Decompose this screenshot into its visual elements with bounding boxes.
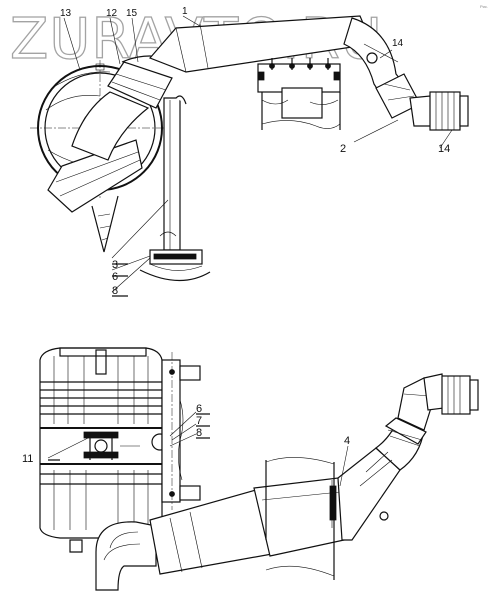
frame-bracket-side <box>265 457 337 580</box>
callout-8-top: 8 <box>112 285 118 297</box>
riser-pipe-side <box>337 377 437 541</box>
callout-2-top: 2 <box>340 143 346 155</box>
leader-lines-top <box>63 15 453 293</box>
intake-pipe-top <box>148 15 421 119</box>
intake-pipe-side <box>95 477 345 591</box>
bottom-view: 6 7 8 11 4 <box>22 347 479 591</box>
callout-13-top: 13 <box>60 8 72 19</box>
callout-15-top: 15 <box>126 8 138 19</box>
outlet-connector-top <box>409 91 469 131</box>
mounting-bracket-side <box>161 352 201 510</box>
air-filter-side <box>39 347 169 553</box>
callout-3-top: 3 <box>112 259 118 271</box>
callout-8-bottom: 8 <box>196 427 202 439</box>
leader-lines-bottom <box>47 411 349 487</box>
callout-7-bottom: 7 <box>196 415 202 427</box>
callout-6-top: 6 <box>112 271 118 283</box>
outlet-connector-side <box>423 373 479 415</box>
callout-1-top: 1 <box>182 6 188 17</box>
precleaner-inlet <box>47 139 143 253</box>
support-post-top <box>139 95 211 282</box>
corner-mark: Рис. <box>480 4 488 9</box>
callout-12-top: 12 <box>106 8 118 19</box>
callout-6-bottom: 6 <box>196 403 202 415</box>
callout-4-bottom: 4 <box>344 435 350 447</box>
callout-14-lower: 14 <box>438 143 450 155</box>
mounting-bracket-top <box>257 58 341 130</box>
callout-14-upper: 14 <box>392 38 404 49</box>
callout-11-bottom: 11 <box>22 453 33 465</box>
top-view: 13 12 15 1 14 2 14 3 6 8 <box>30 6 469 297</box>
